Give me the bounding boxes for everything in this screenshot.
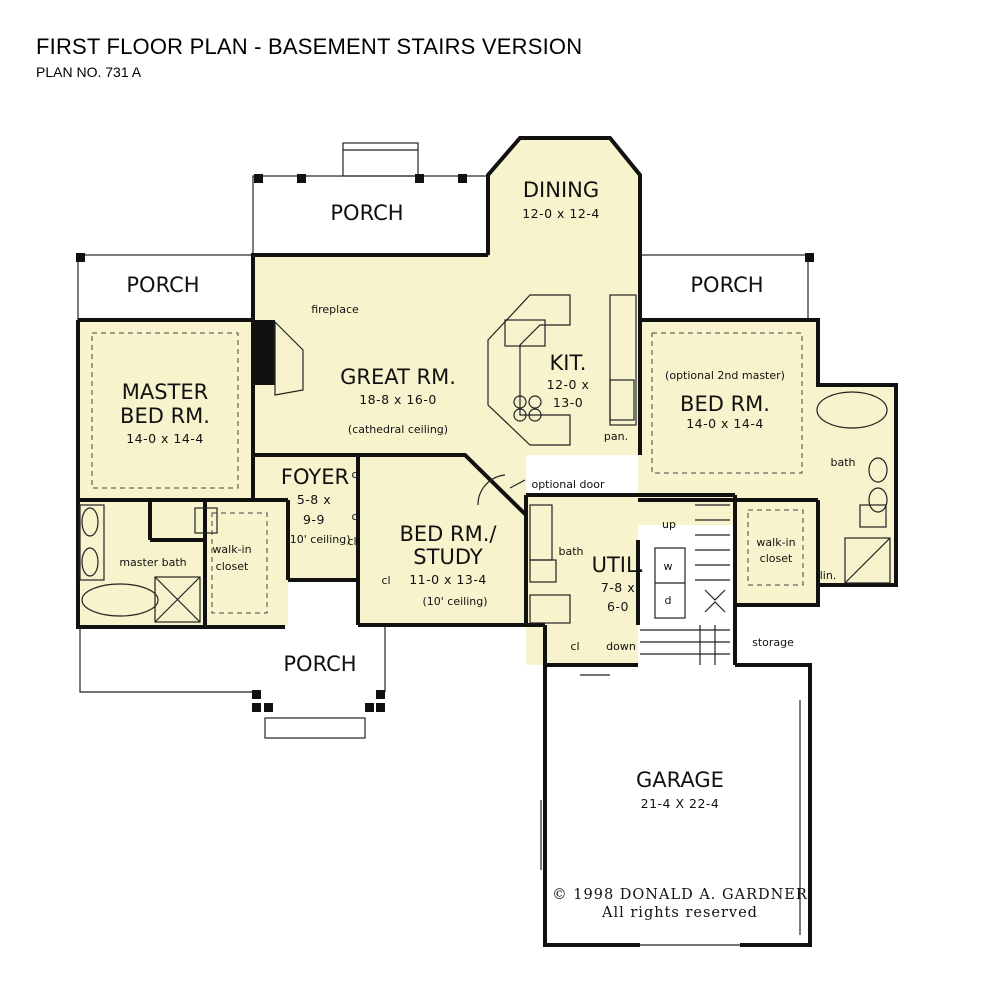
foyer-dims-2: 9-9	[303, 512, 325, 527]
foyer-dims-1: 5-8 x	[297, 492, 331, 507]
stairs-up-label: up	[662, 518, 676, 531]
walk-in-left-1: walk-in	[212, 543, 251, 556]
util-dims-2: 6-0	[607, 599, 629, 614]
fireplace-label: fireplace	[311, 303, 359, 316]
master-dims: 14-0 x 14-4	[126, 431, 204, 446]
walk-in-left-2: closet	[216, 560, 249, 573]
study-label-2: STUDY	[413, 545, 483, 569]
closet-label-5: cl	[570, 640, 579, 653]
interior-fill	[78, 138, 896, 665]
kitchen-dims-1: 12-0 x	[547, 377, 590, 392]
great-room-note: (cathedral ceiling)	[348, 423, 448, 436]
porch-right-label: PORCH	[690, 273, 763, 297]
plan-number: PLAN NO. 731 A	[36, 64, 142, 80]
util-dims-1: 7-8 x	[601, 580, 635, 595]
porch-left-label: PORCH	[126, 273, 199, 297]
walk-in-right-1: walk-in	[756, 536, 795, 549]
kitchen-label: KIT.	[550, 351, 587, 375]
dining-dims: 12-0 x 12-4	[522, 206, 600, 221]
storage-label: storage	[752, 636, 794, 649]
plan-title: FIRST FLOOR PLAN - BASEMENT STAIRS VERSI…	[36, 34, 583, 59]
closet-label-4: cl	[381, 574, 390, 587]
room-labels: PORCH PORCH PORCH PORCH DINING 12-0 x 12…	[119, 178, 855, 921]
foyer-label: FOYER	[281, 465, 349, 489]
great-room-label: GREAT RM.	[340, 365, 456, 389]
closet-label-2: cl	[351, 510, 360, 523]
porch-front-label: PORCH	[283, 652, 356, 676]
copyright-line-1: © 1998 DONALD A. GARDNER	[552, 887, 808, 903]
kitchen-dims-2: 13-0	[553, 395, 583, 410]
study-dims: 11-0 x 13-4	[409, 572, 487, 587]
walk-in-right-2: closet	[760, 552, 793, 565]
foyer-note: (10' ceiling)	[285, 533, 350, 546]
study-note: (10' ceiling)	[422, 595, 487, 608]
great-room-dims: 18-8 x 16-0	[359, 392, 437, 407]
closet-label-3: cl	[347, 535, 356, 548]
closet-label-1: cl	[351, 468, 360, 481]
study-label-1: BED RM./	[400, 522, 498, 546]
master-label-1: MASTER	[122, 380, 209, 404]
master-label-2: BED RM.	[120, 404, 210, 428]
optional-door-label: optional door	[531, 478, 605, 491]
master-bath-label: master bath	[119, 556, 186, 569]
bed-right-dims: 14-0 x 14-4	[686, 416, 764, 431]
bed-right-label: BED RM.	[680, 392, 770, 416]
study-bath-label: bath	[558, 545, 583, 558]
pantry-label: pan.	[604, 430, 628, 443]
bed-right-note: (optional 2nd master)	[665, 369, 785, 382]
garage-label: GARAGE	[636, 768, 724, 792]
right-bath-label: bath	[830, 456, 855, 469]
util-label: UTIL.	[592, 553, 645, 577]
linen-label: lin.	[820, 569, 837, 582]
garage-dims: 21-4 X 22-4	[641, 796, 720, 811]
copyright-line-2: All rights reserved	[601, 905, 758, 921]
fixtures	[79, 294, 891, 946]
stairs-down-label: down	[606, 640, 636, 653]
dining-label: DINING	[523, 178, 599, 202]
dryer-label: d	[665, 594, 672, 607]
washer-label: w	[664, 560, 673, 573]
porch-top-label: PORCH	[330, 201, 403, 225]
